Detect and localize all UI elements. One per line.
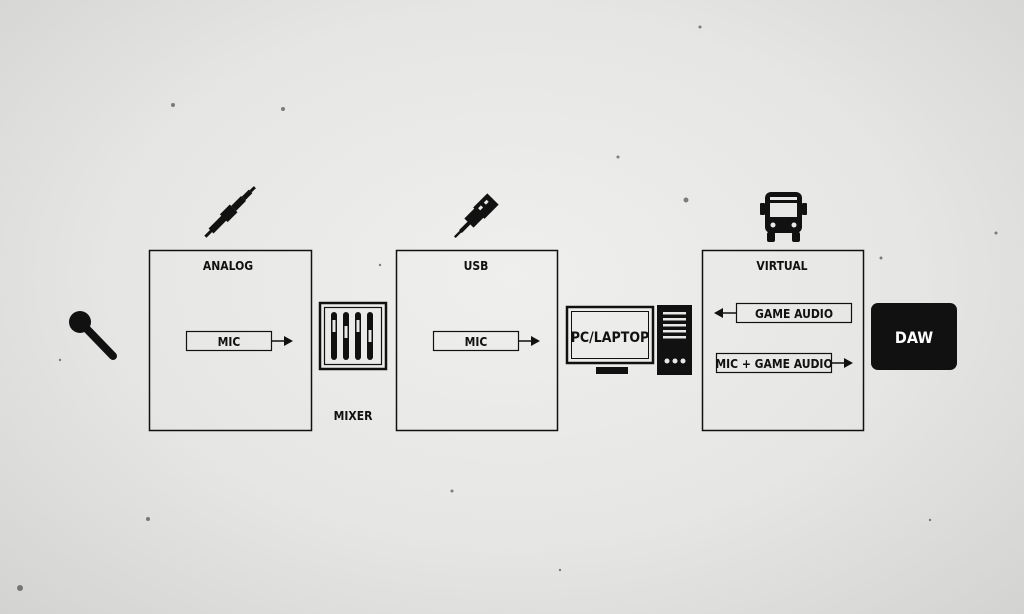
usb-section: USB MIC: [395, 249, 559, 432]
usb-title: USB: [464, 259, 489, 273]
pc-label: PC/LAPTOP: [571, 330, 650, 346]
daw-label: DAW: [895, 328, 933, 347]
mic-game-audio-output: MIC + GAME AUDIO: [715, 352, 853, 374]
game-audio-input: GAME AUDIO: [714, 302, 853, 324]
arrow-left-icon: [714, 308, 723, 318]
analog-section: ANALOG MIC: [148, 249, 313, 432]
usb-plug-icon: [453, 193, 499, 239]
microphone-icon: [69, 311, 117, 360]
arrow-right-icon: [531, 336, 540, 346]
usb-mic-label: MIC: [465, 335, 488, 349]
usb-mic-input: MIC: [432, 330, 540, 352]
bus-icon: [760, 192, 807, 242]
game-audio-label: GAME AUDIO: [755, 307, 833, 321]
arrow-right-icon: [284, 336, 293, 346]
analog-title: ANALOG: [203, 259, 253, 273]
analog-mic-input: MIC: [185, 330, 293, 352]
analog-mic-label: MIC: [218, 335, 241, 349]
virtual-title: VIRTUAL: [756, 259, 807, 273]
daw-block: DAW: [871, 303, 957, 370]
pc-tower-icon: [657, 305, 692, 375]
mixer-faders-icon: [318, 301, 388, 371]
paper-texture: [17, 25, 998, 591]
monitor-icon: PC/LAPTOP: [565, 305, 655, 374]
mic-game-audio-label: MIC + GAME AUDIO: [715, 357, 832, 371]
audio-jack-icon: [204, 186, 256, 238]
virtual-section: VIRTUAL GAME AUDIO MIC + GAME AUDIO: [701, 249, 865, 432]
arrow-right-icon: [844, 358, 853, 368]
mixer-label: MIXER: [334, 409, 373, 423]
